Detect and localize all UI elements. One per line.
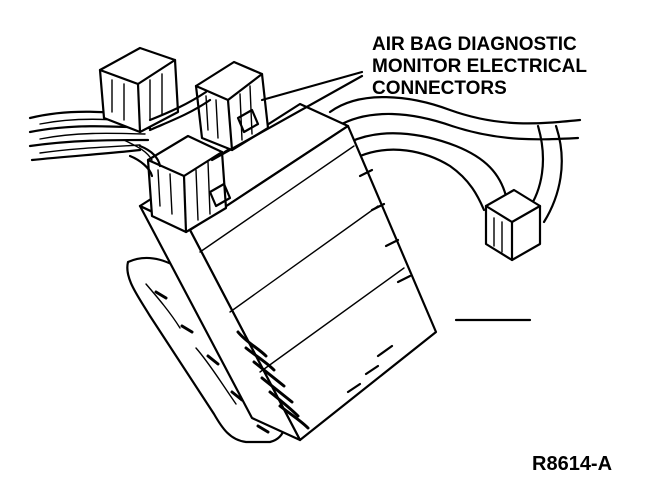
callout-line-2: MONITOR ELECTRICAL [372, 56, 587, 77]
connector-callout-label: AIR BAG DIAGNOSTIC MONITOR ELECTRICAL CO… [372, 34, 587, 100]
wiring-harness-right [328, 96, 582, 262]
callout-line-3: CONNECTORS [372, 78, 507, 99]
wiring-harness-left [28, 46, 180, 162]
callout-leader-lines [210, 70, 364, 162]
callout-line-1: AIR BAG DIAGNOSTIC [372, 34, 577, 55]
electrical-connectors [123, 60, 270, 234]
diagnostic-monitor-module [126, 102, 438, 444]
figure-reference-code: R8614-A [532, 453, 613, 475]
